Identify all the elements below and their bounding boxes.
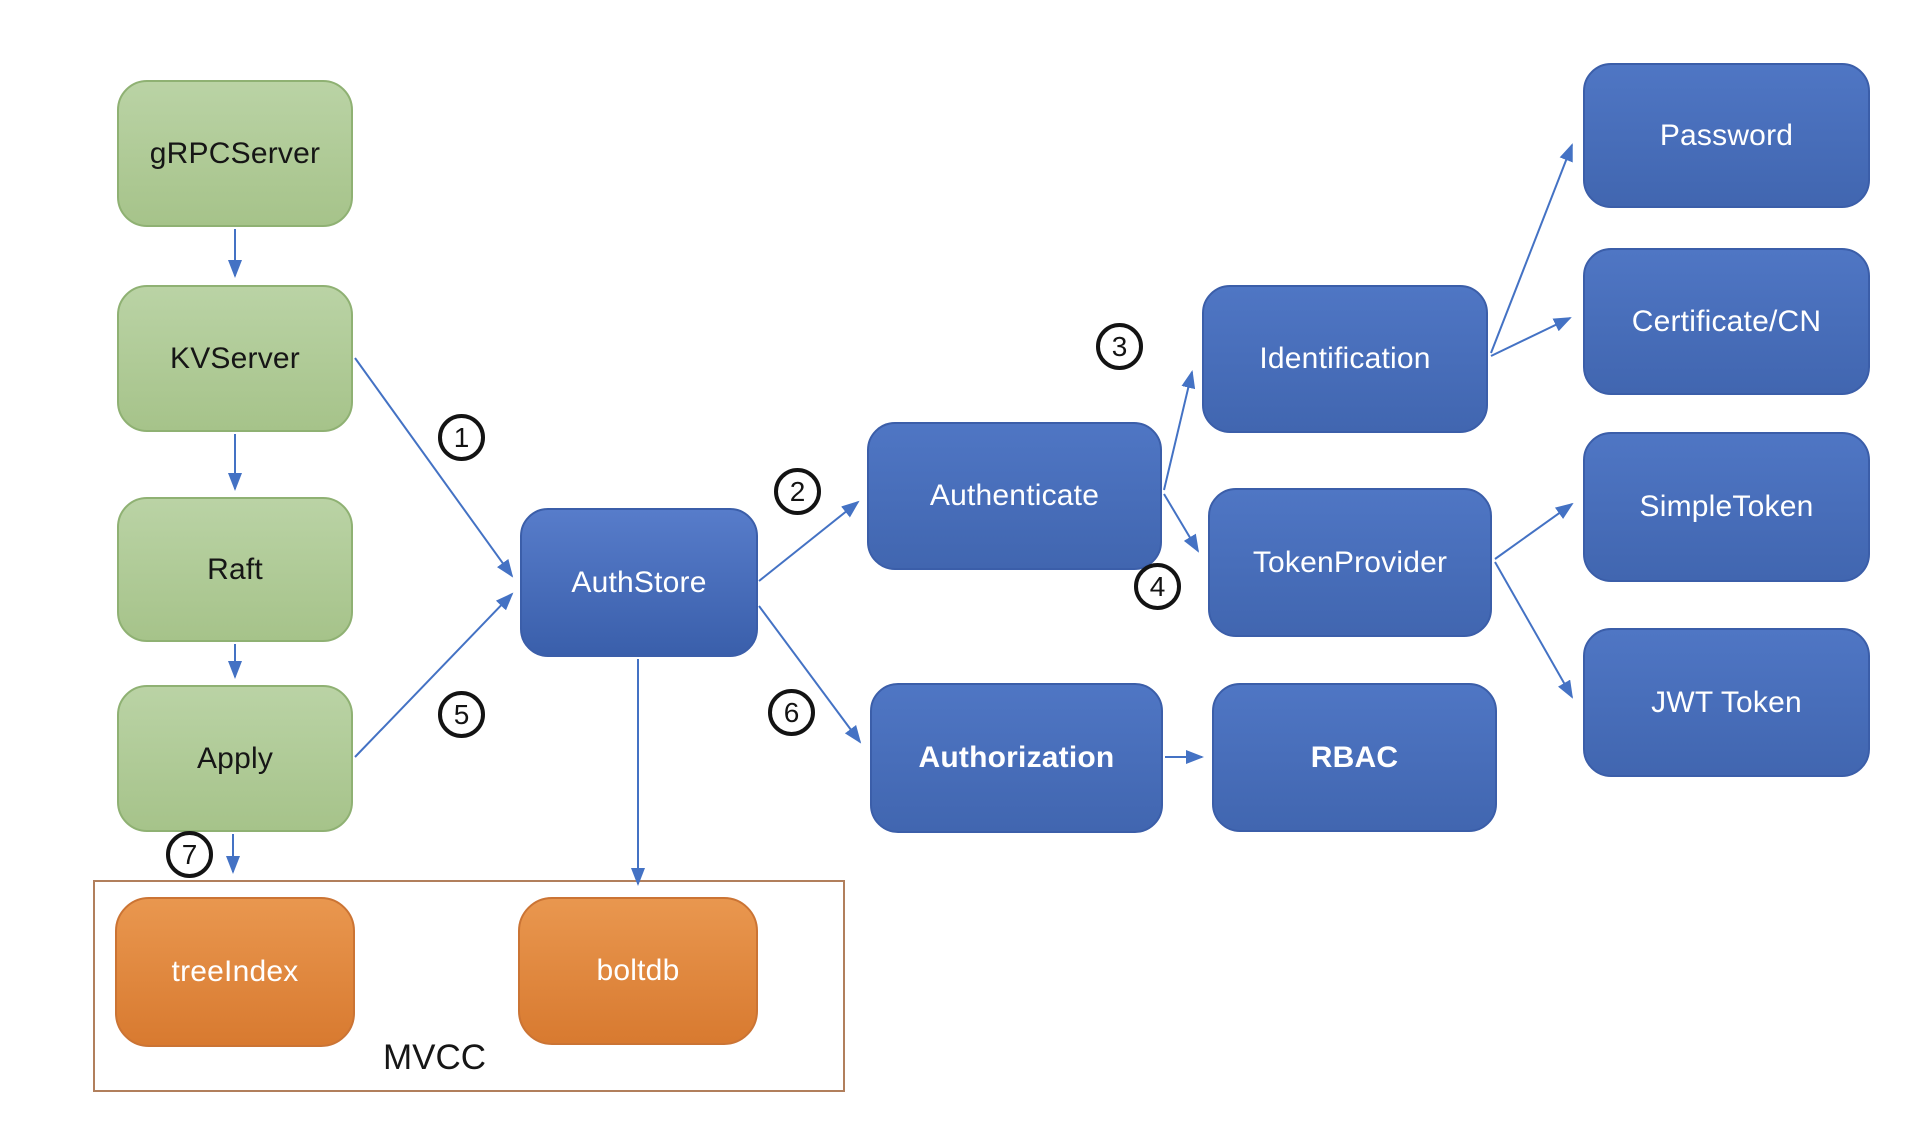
step-6-badge: 6 [768,689,815,736]
step-5-badge: 5 [438,691,485,738]
arrow-kvserver-authstore [354,357,514,578]
node-authorization: Authorization [870,683,1163,833]
step-7-badge: 7 [166,831,213,878]
step-2-badge: 2 [774,468,821,515]
node-password: Password [1583,63,1870,208]
arrow-authstore-authenticate [758,500,860,582]
node-grpcserver: gRPCServer [117,80,353,227]
node-boltdb: boltdb [518,897,758,1045]
arrow-apply-authstore [354,592,514,758]
arrow-tokenprovider-jwttoken [1494,561,1573,699]
node-identification: Identification [1202,285,1488,433]
step-3-badge: 3 [1096,323,1143,370]
arrow-authstore-authorization [758,605,862,744]
node-tokenprovider: TokenProvider [1208,488,1492,637]
node-certificate-cn: Certificate/CN [1583,248,1870,395]
arrow-tokenprovider-simpletoken [1494,502,1574,560]
node-apply: Apply [117,685,353,832]
mvcc-group-label: MVCC [383,1038,487,1077]
node-jwt-token: JWT Token [1583,628,1870,777]
node-rbac: RBAC [1212,683,1497,832]
node-kvserver: KVServer [117,285,353,432]
mvcc-group-frame [93,880,845,1092]
step-1-badge: 1 [438,414,485,461]
node-treeindex: treeIndex [115,897,355,1047]
step-4-badge: 4 [1134,563,1181,610]
node-simpletoken: SimpleToken [1583,432,1870,582]
arrow-identification-certificate [1490,317,1572,357]
node-authstore: AuthStore [520,508,758,657]
node-raft: Raft [117,497,353,642]
node-authenticate: Authenticate [867,422,1162,570]
arrow-identification-password [1490,143,1573,354]
arrow-authenticate-identification [1163,370,1196,491]
arrow-authenticate-tokenprovider [1163,493,1200,553]
